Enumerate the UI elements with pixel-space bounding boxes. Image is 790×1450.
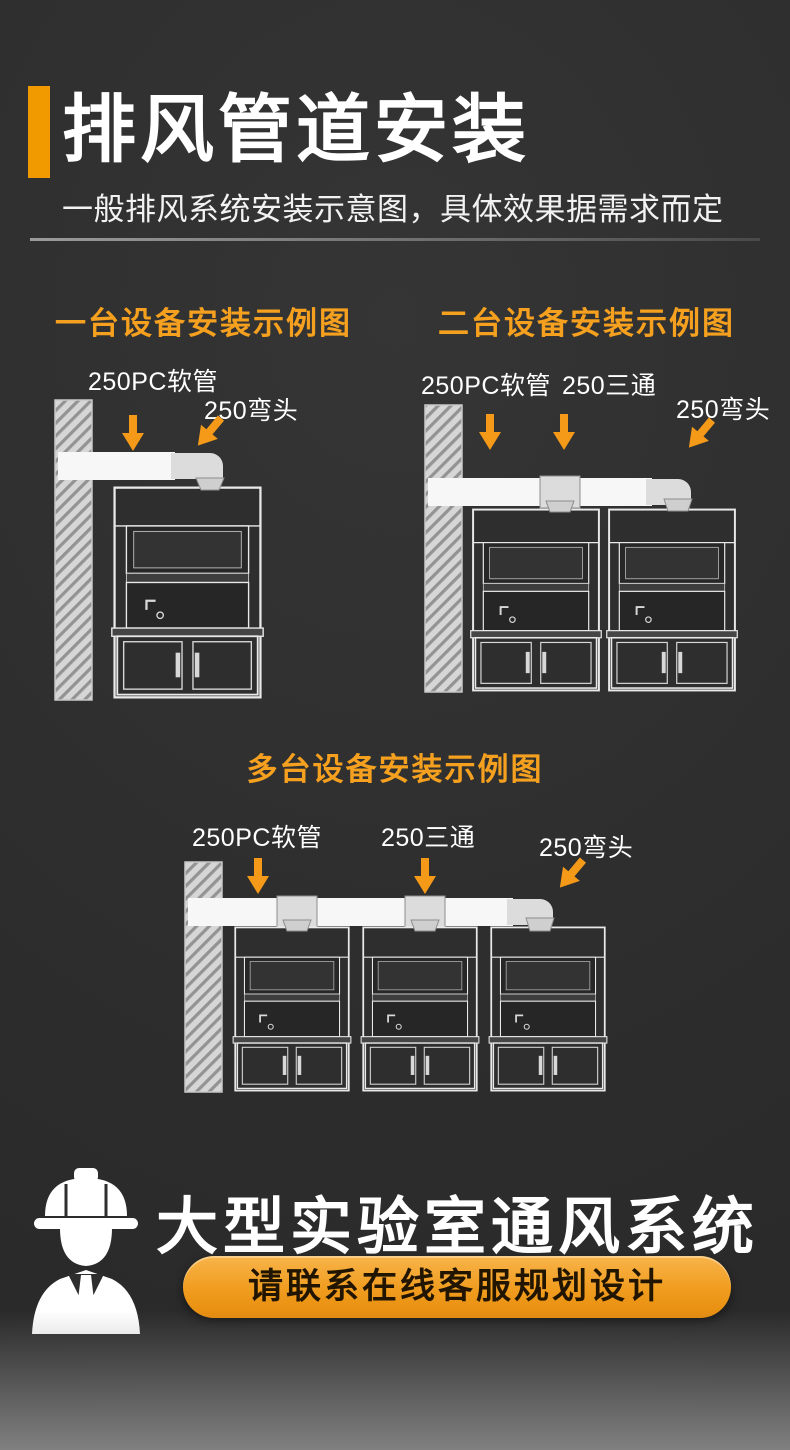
- down-arrow-icon: [553, 414, 575, 450]
- duct-collar: [545, 500, 575, 513]
- header-divider: [30, 238, 760, 241]
- label-elbow-double: 250弯头: [676, 396, 771, 424]
- label-tee-double: 250三通: [562, 372, 657, 400]
- bottom-fade: [0, 1310, 790, 1450]
- diagram-multi-unit: [184, 852, 608, 1093]
- page-title: 排风管道安装: [62, 88, 530, 171]
- fume-hood: [232, 926, 352, 1092]
- down-arrow-icon: [122, 415, 144, 451]
- duct-elbow: [171, 453, 223, 480]
- duct-collar: [195, 477, 225, 491]
- down-arrow-icon: [479, 414, 501, 450]
- fume-hood: [605, 508, 739, 692]
- down-arrow-icon: [414, 858, 436, 894]
- title-accent-bar: [28, 86, 50, 178]
- label-tee-multi: 250三通: [381, 824, 476, 852]
- label-hose-multi: 250PC软管: [192, 824, 322, 852]
- wall: [184, 861, 223, 1093]
- angled-arrow-icon: [680, 412, 721, 455]
- duct-collar: [410, 919, 440, 932]
- section-title-single: 一台设备安装示例图: [55, 306, 352, 341]
- duct-collar: [525, 917, 555, 932]
- page-subtitle: 一般排风系统安装示意图，具体效果据需求而定: [62, 192, 724, 227]
- duct-collar: [282, 919, 312, 932]
- angled-arrow-icon: [551, 852, 592, 895]
- diagram-double-unit: [424, 404, 739, 693]
- fume-hood: [469, 508, 603, 692]
- fume-hood: [488, 926, 608, 1092]
- contact-service-button[interactable]: 请联系在线客服规划设计: [183, 1256, 731, 1318]
- worker-icon: [32, 1168, 140, 1334]
- angled-arrow-icon: [189, 410, 230, 453]
- duct-collar: [663, 498, 693, 512]
- fume-hood: [110, 486, 265, 699]
- wall: [424, 404, 463, 693]
- wall: [54, 399, 93, 701]
- down-arrow-icon: [247, 858, 269, 894]
- fume-hood: [360, 926, 480, 1092]
- label-hose-double: 250PC软管: [421, 372, 551, 400]
- label-elbow-multi: 250弯头: [539, 834, 634, 862]
- label-hose-single: 250PC软管: [88, 368, 218, 396]
- diagram-single-unit: [54, 399, 265, 701]
- footer-headline: 大型实验室通风系统: [155, 1193, 759, 1262]
- section-title-double: 二台设备安装示例图: [438, 306, 735, 341]
- section-title-multi: 多台设备安装示例图: [246, 752, 544, 787]
